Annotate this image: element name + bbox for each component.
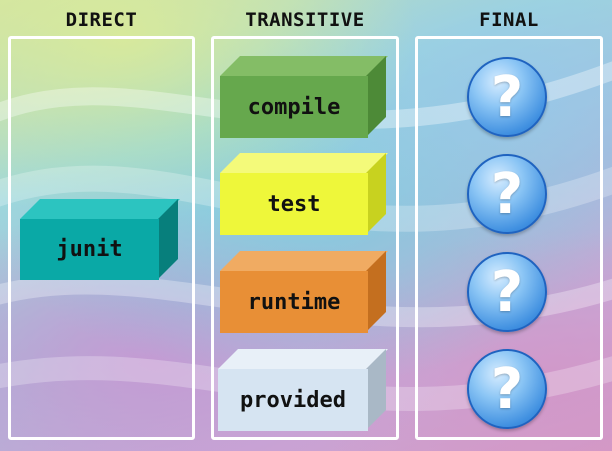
column-title-transitive: TRANSITIVE [245,9,365,31]
dependency-box-compile: compile [220,55,388,138]
box-label-junit: junit [20,219,159,280]
direct-panel [8,36,195,440]
transitive-panel [211,36,399,440]
dependency-box-junit: junit [20,198,180,280]
box-top-face [20,199,180,219]
box-top-face [220,56,388,76]
question-mark-icon: ? [467,252,547,332]
box-top-face [220,153,388,173]
box-label-provided: provided [218,369,368,431]
box-side-face [366,349,386,430]
question-mark-icon: ? [467,154,547,234]
column-title-final: FINAL [479,9,539,31]
final-panel [415,36,603,440]
question-mark-icon: ? [467,57,547,137]
box-side-face [366,251,386,332]
question-mark-icon: ? [467,349,547,429]
dependency-box-runtime: runtime [220,250,388,333]
box-side-face [158,199,178,279]
box-label-test: test [220,173,368,235]
dependency-box-test: test [220,152,388,235]
dependency-box-provided: provided [218,348,388,431]
box-top-face [218,349,388,369]
box-top-face [220,251,388,271]
box-side-face [366,56,386,137]
box-label-runtime: runtime [220,271,368,333]
box-label-compile: compile [220,76,368,138]
box-side-face [366,153,386,234]
column-title-direct: DIRECT [65,9,138,31]
